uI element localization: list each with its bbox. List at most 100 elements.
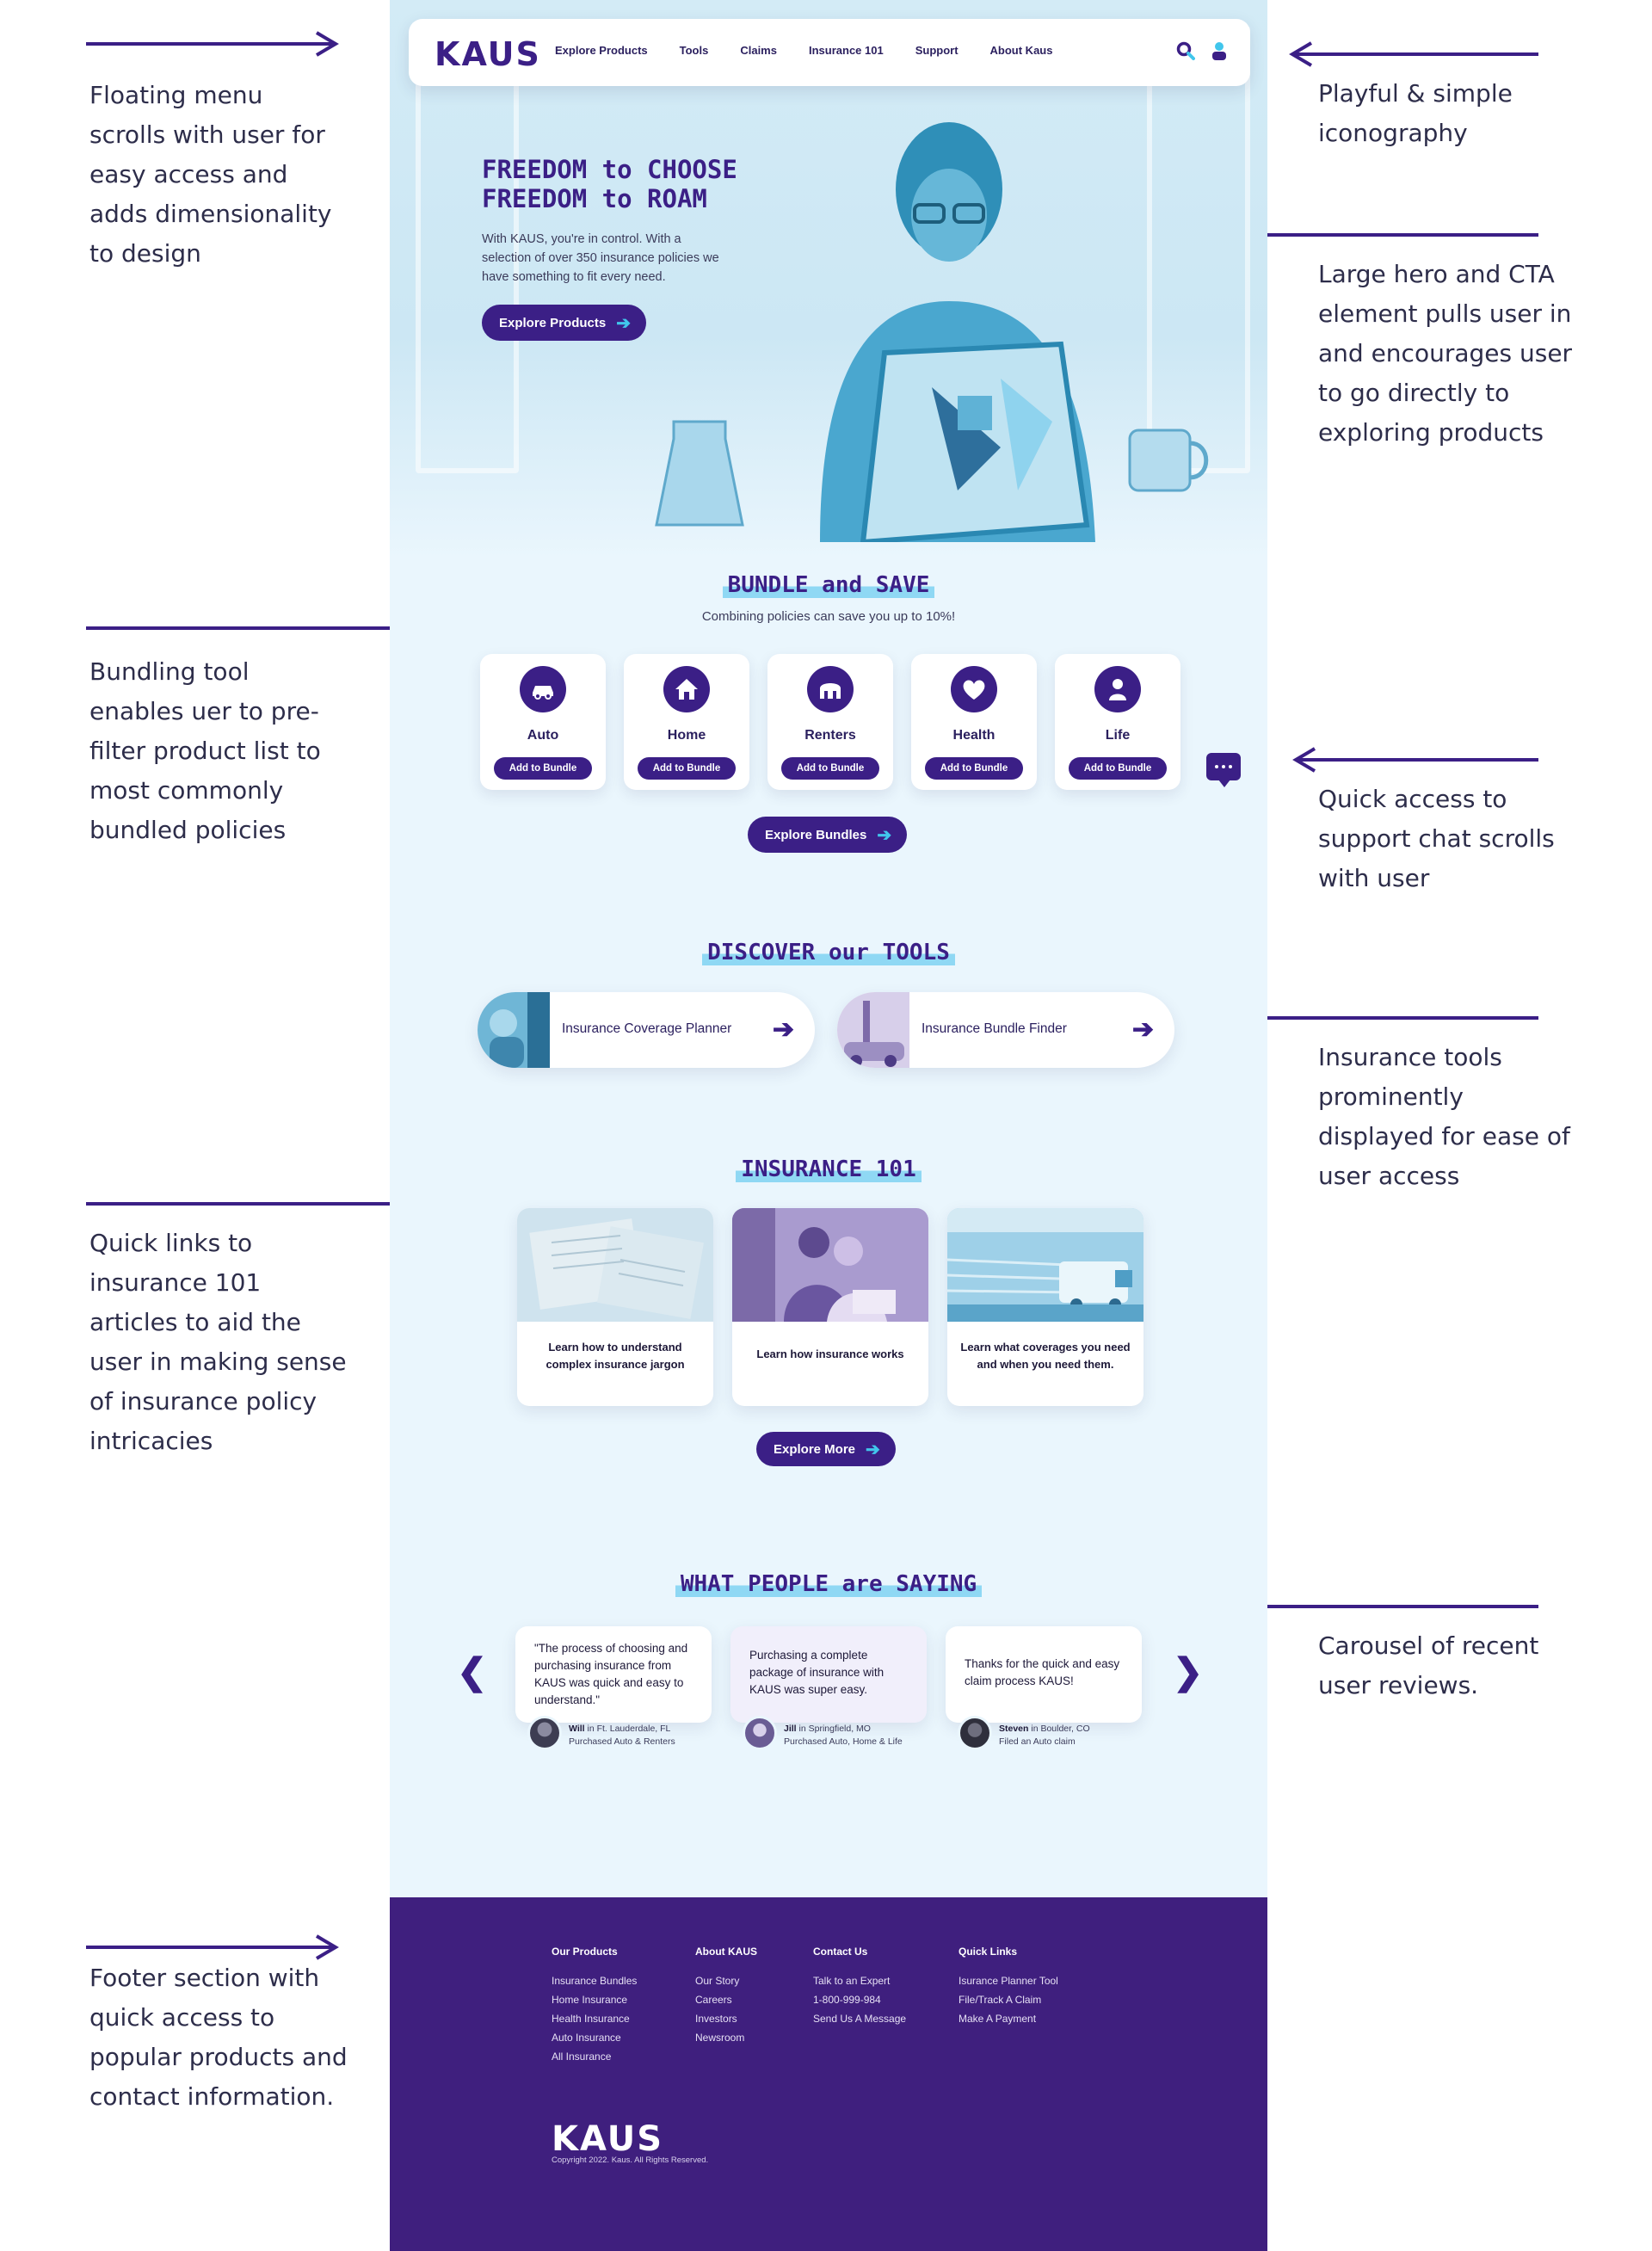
footer-link[interactable]: Home Insurance [552, 1994, 628, 2006]
footer-heading: Contact Us [813, 1946, 868, 1958]
website-mockup: FREEDOM to CHOOSE FREEDOM to ROAM With K… [390, 0, 1267, 2251]
annotation-iconography: Playful & simple iconography [1318, 79, 1513, 147]
annotation-hero: Large hero and CTA element pulls user in… [1318, 260, 1573, 447]
hero-section: FREEDOM to CHOOSE FREEDOM to ROAM With K… [390, 0, 1267, 559]
reviews-title-text: WHAT PEOPLE are SAYING [675, 1571, 983, 1597]
hero-window-frame [1147, 26, 1250, 473]
user-icon[interactable] [1211, 41, 1228, 60]
nav-claims[interactable]: Claims [740, 44, 777, 57]
hero-title-line-2: FREEDOM to ROAM [482, 184, 707, 213]
footer-link[interactable]: 1-800-999-984 [813, 1994, 881, 2006]
explore-more-button[interactable]: Explore More ➔ [756, 1432, 896, 1466]
carousel-next-icon[interactable]: ❯ [1173, 1651, 1204, 1692]
footer-link[interactable]: Make A Payment [959, 2013, 1037, 2025]
article-image-couple [732, 1208, 928, 1322]
search-icon[interactable] [1176, 41, 1195, 60]
review-quote: Thanks for the quick and easy claim proc… [965, 1657, 1120, 1687]
add-to-bundle-health-button[interactable]: Add to Bundle [925, 757, 1023, 780]
tool-name: Insurance Bundle Finder [922, 1021, 1067, 1036]
arrow-right-icon: ➔ [877, 825, 892, 845]
footer-column-products: Our Products Insurance Bundles Home Insu… [552, 1946, 637, 2069]
nav-icons [1176, 41, 1228, 60]
nav-insurance-101[interactable]: Insurance 101 [808, 44, 884, 57]
annotation-arrow-chat [1292, 747, 1538, 773]
review-card: "The process of choosing and purchasing … [515, 1626, 712, 1723]
bundle-label-health: Health [952, 728, 996, 743]
article-card-jargon[interactable]: Learn how to understand complex insuranc… [517, 1208, 713, 1406]
explore-more-label: Explore More [774, 1441, 856, 1457]
footer-link[interactable]: Auto Insurance [552, 2032, 621, 2044]
annotation-arrow-menu [86, 31, 339, 57]
add-to-bundle-home-button[interactable]: Add to Bundle [638, 757, 736, 780]
footer-link[interactable]: All Insurance [552, 2051, 612, 2063]
footer-link[interactable]: Send Us A Message [813, 2013, 907, 2025]
footer-link[interactable]: Insurance Bundles [552, 1975, 638, 1987]
explore-bundles-label: Explore Bundles [765, 827, 867, 842]
annotation-floating-menu: Floating menu scrolls with user for easy… [89, 81, 332, 268]
explore-products-label: Explore Products [499, 315, 607, 330]
tools-title-text: DISCOVER our TOOLS [702, 940, 955, 965]
footer-column-contact: Contact Us Talk to an Expert 1-800-999-9… [813, 1946, 906, 2032]
add-to-bundle-auto-button[interactable]: Add to Bundle [494, 757, 592, 780]
article-card-coverages[interactable]: Learn what coverages you need and when y… [947, 1208, 1143, 1406]
bundle-card-home: Home Add to Bundle [624, 654, 749, 790]
footer-link[interactable]: Our Story [695, 1975, 740, 1987]
annotation-carousel: Carousel of recent user reviews. [1318, 1631, 1539, 1699]
add-to-bundle-renters-button[interactable]: Add to Bundle [781, 757, 879, 780]
carousel-prev-icon[interactable]: ❮ [457, 1651, 488, 1692]
tools-title: DISCOVER our TOOLS [390, 940, 1267, 965]
avatar [527, 1716, 562, 1750]
review-quote: Purchasing a complete package of insuran… [749, 1649, 885, 1696]
kaus-logo[interactable]: KAUS [435, 35, 541, 73]
footer-logo[interactable]: KAUS [552, 2119, 664, 2159]
copyright: Copyright 2022. Kaus. All Rights Reserve… [552, 2155, 709, 2165]
footer-heading: Quick Links [959, 1946, 1018, 1958]
bundle-title-text: BUNDLE and SAVE [722, 572, 935, 598]
heart-icon [951, 666, 997, 712]
insurance101-title: INSURANCE 101 [390, 1156, 1267, 1182]
arrow-right-icon: ➔ [772, 1015, 794, 1044]
review-card: Thanks for the quick and easy claim proc… [946, 1626, 1142, 1723]
add-to-bundle-life-button[interactable]: Add to Bundle [1069, 757, 1167, 780]
reviewer-detail: Filed an Auto claim [999, 1736, 1076, 1747]
article-image-papers [517, 1208, 713, 1322]
explore-products-button[interactable]: Explore Products➔ [482, 305, 646, 341]
reviewer-location: in Ft. Lauderdale, FL [584, 1724, 671, 1734]
arrow-right-icon: ➔ [866, 1440, 880, 1459]
nav-explore-products[interactable]: Explore Products [555, 44, 648, 57]
insurance101-title-text: INSURANCE 101 [736, 1156, 922, 1182]
article-text: Learn how to understand complex insuranc… [546, 1341, 685, 1371]
bundle-subtitle: Combining policies can save you up to 10… [701, 609, 956, 624]
nav-about-kaus[interactable]: About Kaus [989, 44, 1053, 57]
footer-link[interactable]: File/Track A Claim [959, 1994, 1042, 2006]
tool-bundle-finder[interactable]: Insurance Bundle Finder ➔ [837, 992, 1174, 1068]
nav-links: Explore Products Tools Claims Insurance … [555, 44, 1084, 57]
footer-heading: About KAUS [695, 1946, 757, 1958]
support-chat-button[interactable] [1206, 753, 1241, 787]
footer-link[interactable]: Health Insurance [552, 2013, 630, 2025]
footer-column-about: About KAUS Our Story Careers Investors N… [695, 1946, 757, 2051]
annotation-arrow-iconography [1289, 41, 1538, 67]
reviews-title: WHAT PEOPLE are SAYING [390, 1571, 1267, 1597]
tool-name: Insurance Coverage Planner [562, 1021, 732, 1036]
floating-nav: KAUS Explore Products Tools Claims Insur… [409, 19, 1250, 86]
footer-link[interactable]: Careers [695, 1994, 732, 2006]
article-text: Learn how insurance works [756, 1348, 904, 1360]
reviewer-name: Jill [784, 1724, 797, 1734]
hero-title-line-1: FREEDOM to CHOOSE [482, 155, 737, 184]
footer-link[interactable]: Newsroom [695, 2032, 745, 2044]
footer-link[interactable]: Isurance Planner Tool [959, 1975, 1058, 1987]
tool-coverage-planner[interactable]: Insurance Coverage Planner ➔ [478, 992, 815, 1068]
explore-bundles-button[interactable]: Explore Bundles ➔ [748, 817, 908, 853]
annotation-insurance101: Quick links to insurance 101 articles to… [89, 1229, 347, 1455]
reviewer-name: Steven [999, 1724, 1029, 1734]
footer: Our Products Insurance Bundles Home Insu… [390, 1897, 1267, 2251]
nav-support[interactable]: Support [915, 44, 959, 57]
nav-tools[interactable]: Tools [679, 44, 709, 57]
article-card-how-insurance-works[interactable]: Learn how insurance works [732, 1208, 928, 1406]
reviewer-name: Will [569, 1724, 585, 1734]
footer-link[interactable]: Investors [695, 2013, 737, 2025]
footer-link[interactable]: Talk to an Expert [813, 1975, 891, 1987]
